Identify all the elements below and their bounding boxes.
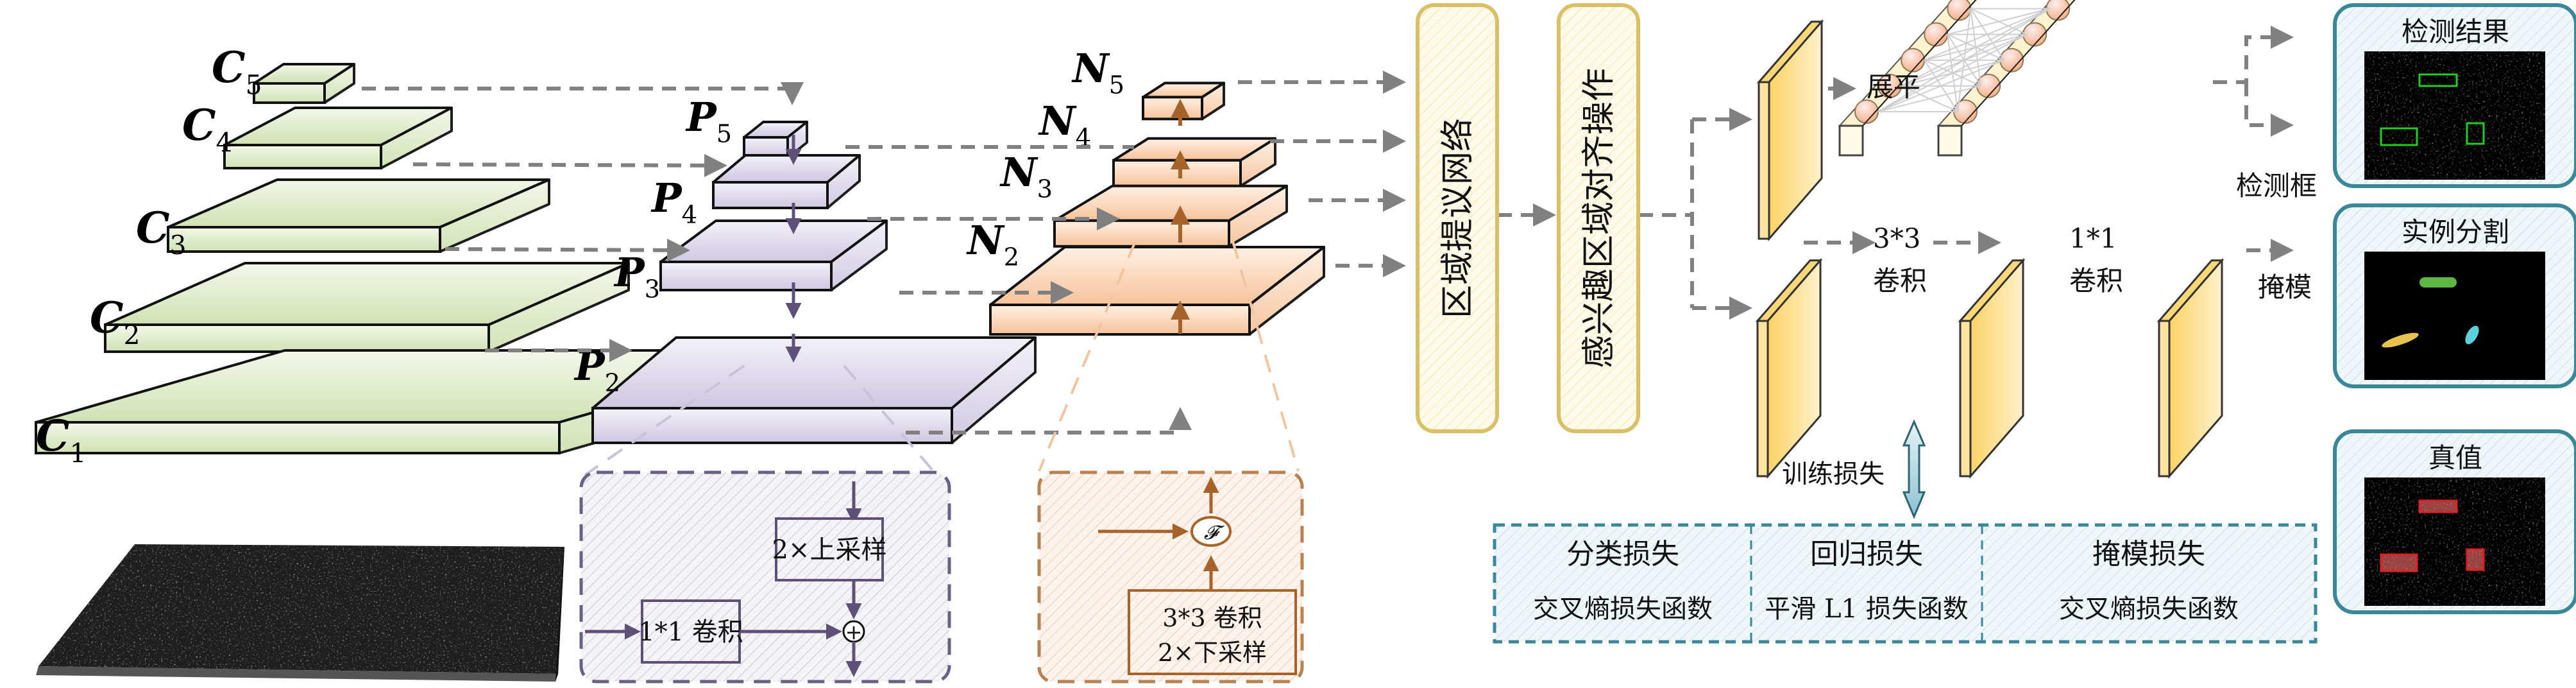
bounding-box — [2380, 553, 2418, 572]
bounding-box — [2380, 127, 2418, 146]
rpn-block: 区域提议网络 — [1416, 3, 1499, 433]
pan-layer-n4 — [1112, 137, 1276, 187]
result-title: 真值 — [2428, 442, 2482, 474]
result-panel-detection: 检测结果 — [2333, 3, 2576, 188]
svg-text:+: + — [845, 620, 863, 644]
training-loss-arrow: 训练损失 — [1782, 419, 1926, 519]
feature-map-conv3-output — [1958, 257, 2026, 479]
pan-detail-panel: 𝓕 3*3 卷积 2×下采样 — [1037, 470, 1304, 684]
lateral-c5-p5 — [362, 82, 804, 105]
mask-instance — [2382, 332, 2419, 348]
feature-map-conv1-output — [2157, 257, 2224, 479]
bounding-box — [2466, 122, 2485, 145]
loss-name: 回归损失 — [1810, 538, 1923, 571]
fc-connections — [1877, 8, 2051, 112]
feature-map-mask-input — [1755, 257, 1823, 479]
pan-zoom-guides — [1038, 241, 1300, 472]
loss-name: 分类损失 — [1566, 538, 1679, 571]
conv1-label-top: 1*1 — [2069, 223, 2117, 254]
label-p4: P4 — [650, 175, 697, 229]
backbone-layer-c4 — [223, 107, 453, 169]
flatten-label: 展平 — [1867, 71, 1920, 103]
mask-instance — [2465, 325, 2479, 345]
result-panel-ground-truth: 真值 — [2333, 429, 2576, 614]
conv3-label-top: 3*3 — [1873, 223, 1920, 254]
pan-layer-n5 — [1142, 82, 1225, 121]
mask-instance — [2419, 277, 2457, 288]
loss-name: 掩模损失 — [2092, 538, 2205, 571]
label-p5: P5 — [685, 94, 732, 148]
backbone-layer-c5 — [253, 63, 355, 104]
label-c3: C3 — [136, 203, 187, 261]
backbone-layer-c2 — [104, 262, 630, 353]
result-title: 检测结果 — [2402, 16, 2509, 47]
feature-map-fc-input — [1756, 19, 1824, 242]
label-p3: P3 — [613, 249, 660, 304]
fpn-layer-p4 — [712, 154, 861, 209]
mask-label: 掩模 — [2258, 271, 2312, 303]
conv1x1-label: 1*1 卷积 — [638, 617, 743, 647]
lateral-c4-p4 — [412, 153, 727, 177]
upsample-block — [775, 517, 884, 581]
label-n4: N4 — [1038, 98, 1091, 152]
input-sar-image — [36, 544, 564, 682]
conv1-label-bottom: 卷积 — [2069, 265, 2123, 297]
loss-function: 交叉熵损失函数 — [2059, 594, 2239, 624]
label-c4: C4 — [182, 100, 233, 158]
lateral-c3-p3 — [445, 238, 690, 262]
bbox-label: 检测框 — [2236, 170, 2317, 202]
fc-to-result — [2213, 26, 2294, 84]
fc-layer-1 — [1838, 0, 1977, 157]
bbox-arrow — [2244, 82, 2294, 137]
result-panel-segmentation: 实例分割 — [2333, 203, 2576, 388]
label-c5: C5 — [212, 42, 262, 100]
downsample-label-2: 2×下采样 — [1158, 639, 1267, 667]
rpn-label: 区域提议网络 — [1439, 118, 1477, 318]
label-n5: N5 — [1071, 45, 1124, 99]
pan-layer-n2 — [989, 246, 1325, 336]
conv3-label-bottom: 卷积 — [1873, 265, 1927, 297]
lateral-connections — [362, 26, 2294, 434]
fpn-layer-p2 — [591, 336, 1037, 444]
bounding-box — [2418, 73, 2458, 87]
fpn-layer-p3 — [659, 219, 888, 291]
bounding-box — [2418, 499, 2458, 513]
loss-function: 平滑 L1 损失函数 — [1765, 594, 1968, 624]
fpn-layer-p5 — [743, 121, 808, 159]
fusion-icon — [1191, 516, 1232, 547]
pan-layer-n3 — [1053, 184, 1288, 248]
backbone-layer-c3 — [167, 178, 550, 253]
label-c2: C2 — [90, 293, 140, 350]
roi-align-block: 感兴趣区域对齐操作 — [1557, 3, 1640, 433]
label-n3: N3 — [999, 149, 1053, 203]
fpn-zoom-guides — [584, 365, 938, 476]
bounding-box — [2466, 548, 2485, 571]
upsample-label: 2×上采样 — [772, 535, 887, 565]
label-n2: N2 — [966, 217, 1019, 271]
fully-connected-layers — [1838, 0, 2076, 157]
result-title: 实例分割 — [2402, 216, 2509, 248]
downsample-label-1: 3*3 卷积 — [1162, 604, 1262, 632]
label-c1: C1 — [36, 411, 87, 469]
head-feature-maps — [1755, 19, 2224, 479]
downsample-block — [1128, 589, 1297, 675]
training-loss-label: 训练损失 — [1782, 460, 1885, 489]
conv1x1-block — [641, 599, 741, 664]
result-image — [2364, 252, 2545, 380]
fc-layer-2 — [1936, 0, 2076, 157]
fpn-detail-panel: 2×上采样 1*1 卷积 + — [579, 470, 951, 684]
lateral-p2-n2 — [906, 407, 1192, 434]
roi-align-label: 感兴趣区域对齐操作 — [1580, 68, 1618, 368]
loss-function: 交叉熵损失函数 — [1533, 594, 1713, 624]
